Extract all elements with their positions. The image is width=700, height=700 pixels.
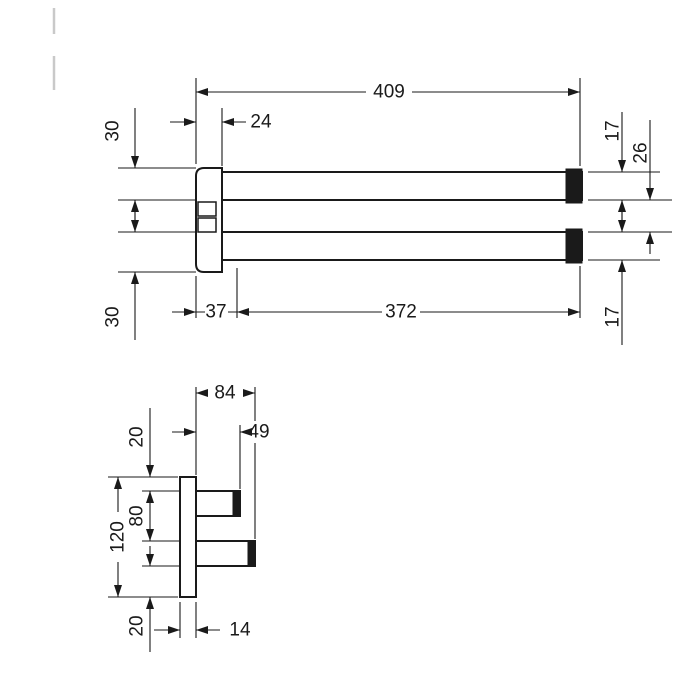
dim-arm-length-row: 37 372 [172,266,581,323]
dim-arrow [618,160,626,172]
dim-bar-thickness-top-label: 17 [603,120,624,141]
dim-lines [170,108,246,166]
dim-plate-depth-label: 14 [229,620,251,641]
dim-arrow [146,597,154,609]
dim-total-depth-label: 84 [214,383,236,404]
dim-arm-length-label: 372 [385,302,417,323]
dim-arrow [131,200,139,212]
dim-arm-spacing: 80 [127,491,194,542]
label-backing [246,423,272,441]
dim-arrow [646,232,654,244]
dim-arrow [568,88,580,96]
dim-top-offset: 20 [108,408,194,503]
dim-lines [154,602,220,638]
dim-top-offset-label: 20 [127,426,148,447]
dim-upper-arm-depth: 49 [172,422,272,489]
lower-bar [215,231,583,261]
dim-arrow [240,428,252,436]
dim-arrow [146,529,154,541]
dim-arrow [237,308,249,316]
wall-plate-side [179,476,197,598]
front-view: 409 24 30 30 17 [103,78,672,345]
dim-top-margin: 30 [103,108,196,222]
dim-lines [588,210,660,345]
side-view: 84 49 20 120 80 [108,383,272,652]
upper-bar [215,171,583,201]
dim-arrow [184,428,196,436]
dim-arrow [568,308,580,316]
dim-total-depth: 84 [195,383,256,539]
dim-lines [118,210,196,340]
dim-plate-height: 120 [108,477,178,598]
lower-arm-profile [195,540,256,567]
dim-bar-thickness-bottom: 17 [588,210,660,345]
dim-mount-depth-label: 24 [250,112,272,133]
hinge-knuckle-upper [197,201,217,217]
upper-arm-end-cap [232,490,241,517]
dim-arrow [146,465,154,477]
dim-arrow [131,156,139,168]
dim-arrow [646,188,654,200]
dim-bar-gap: 26 [588,120,672,254]
dim-lines [172,266,581,318]
dim-total-length: 409 [195,78,581,166]
dim-arrow [222,118,234,126]
dim-arrow [114,477,122,489]
dim-lines [108,408,194,503]
dim-lines [195,387,256,539]
upper-bar-end-cap [565,168,583,204]
dim-arrow [618,260,626,272]
dim-lines [588,112,672,222]
dim-mount-depth: 24 [170,108,272,166]
dim-arrow [196,88,208,96]
dim-lines [588,120,672,254]
dim-arrow [618,220,626,232]
lower-arm-end-cap [247,540,256,567]
dim-arrow [131,220,139,232]
dim-plate-height-label: 120 [108,521,129,553]
dim-bottom-margin: 30 [103,210,196,340]
dim-bar-gap-label: 26 [631,142,652,163]
dim-arrow [196,626,208,634]
dim-arrow [146,554,154,566]
dim-bar-thickness-bottom-label: 17 [603,306,624,327]
dim-arrow [131,272,139,284]
dim-arrow [243,389,255,397]
dim-bar-thickness-top: 17 [588,112,672,222]
dim-lines [195,78,581,166]
towel-bar-front [195,167,583,273]
dim-arrow [184,308,196,316]
dim-arrow [196,389,208,397]
dim-arrow [114,585,122,597]
dim-lines [118,108,196,222]
dim-plate-depth: 14 [154,602,251,641]
dim-total-length-label: 409 [373,82,405,103]
dim-arrow [168,626,180,634]
dim-upper-arm-depth-label: 49 [248,422,269,443]
dim-arrow [184,118,196,126]
hinge-knuckle-lower [197,217,217,233]
towel-bar-side [179,476,256,598]
dim-arm-spacing-label: 80 [127,505,148,526]
dim-bottom-margin-label: 30 [103,306,124,327]
dim-arrow [618,200,626,212]
lower-bar-end-cap [565,228,583,264]
dim-hinge-offset-label: 37 [205,302,226,323]
dim-bottom-offset-label: 20 [127,615,148,636]
dim-top-margin-label: 30 [103,120,124,141]
